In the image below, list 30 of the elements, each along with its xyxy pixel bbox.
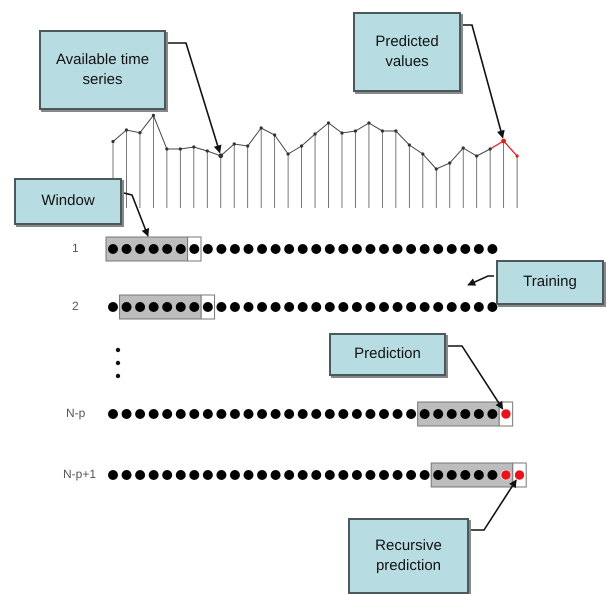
- leader-line: [168, 42, 222, 154]
- callout-box: [329, 333, 446, 376]
- callout-text: Recursive prediction: [374, 536, 443, 576]
- callout-box: [496, 260, 604, 305]
- callout-box: [39, 30, 166, 110]
- callout-box: [14, 178, 122, 225]
- row-number: N-p+1: [63, 467, 96, 481]
- row-number: 2: [72, 299, 79, 313]
- callout-text: Predicted values: [374, 32, 440, 72]
- leader-line: [471, 479, 517, 531]
- callout-text: Available time series: [54, 50, 150, 90]
- leader-line: [463, 24, 505, 138]
- window-frame: [106, 236, 202, 262]
- callout-text: Window: [41, 191, 95, 212]
- data-point: [218, 153, 224, 158]
- callout-box: [353, 12, 461, 92]
- window-frame: [417, 402, 514, 426]
- row-number: 1: [72, 241, 79, 255]
- leader-line: [467, 275, 494, 286]
- predicted-point: [501, 138, 506, 144]
- callout-text: Training: [523, 272, 577, 292]
- window-frame: [430, 462, 527, 488]
- predicted-dot: [514, 470, 525, 480]
- callout-box: [348, 518, 469, 594]
- predicted-dot: [500, 408, 512, 420]
- callout-text: Prediction: [354, 344, 421, 364]
- window-frame: [119, 294, 216, 320]
- leader-line: [448, 345, 504, 410]
- row-number: N-p: [66, 406, 86, 420]
- leader-line: [124, 192, 150, 237]
